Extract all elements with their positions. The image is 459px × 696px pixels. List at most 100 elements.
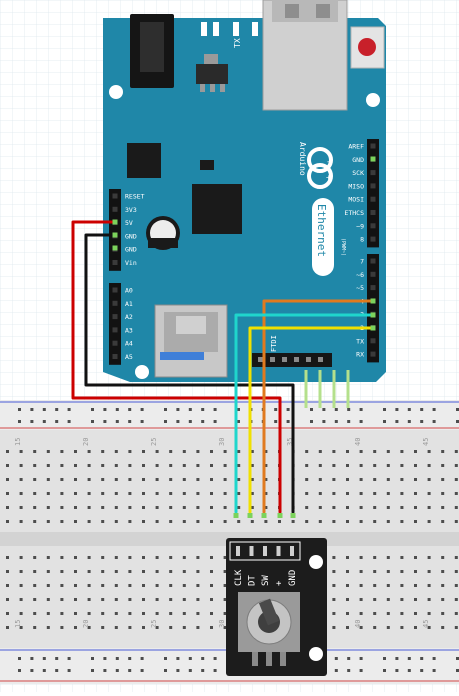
model-badge: Ethernet xyxy=(312,198,334,276)
breadboard-hole xyxy=(305,464,309,467)
breadboard-hole xyxy=(87,450,91,453)
breadboard-hole xyxy=(196,478,200,481)
breadboard-hole xyxy=(373,570,377,573)
header-pin-label: 7 xyxy=(360,258,364,266)
breadboard-hole xyxy=(128,669,132,672)
breadboard-hole xyxy=(373,584,377,587)
breadboard-hole xyxy=(155,464,159,467)
header-pin xyxy=(112,260,118,265)
breadboard-hole xyxy=(33,478,37,481)
breadboard-hole xyxy=(19,478,23,481)
breadboard-hole xyxy=(427,478,431,481)
breadboard-hole xyxy=(414,492,417,495)
breadboard-hole xyxy=(101,584,105,587)
breadboard-hole xyxy=(373,520,377,523)
ftdi-pin xyxy=(318,357,323,362)
breadboard-hole xyxy=(322,420,326,423)
column-number: 25 xyxy=(150,620,158,628)
breadboard-hole xyxy=(347,420,351,423)
breadboard-hole xyxy=(201,669,205,672)
breadboard-hole xyxy=(223,492,227,495)
breadboard-hole xyxy=(264,450,268,453)
breadboard-hole xyxy=(128,612,132,615)
breadboard-hole xyxy=(30,408,34,411)
breadboard-hole xyxy=(395,408,399,411)
breadboard-hole xyxy=(414,506,417,509)
breadboard-hole xyxy=(33,584,37,587)
breadboard-hole xyxy=(310,408,313,411)
pin-marker xyxy=(370,312,376,318)
header-pin xyxy=(112,327,118,333)
breadboard-hole xyxy=(164,657,167,660)
breadboard-hole xyxy=(164,669,167,672)
breadboard-hole xyxy=(420,420,424,423)
breadboard-hole xyxy=(359,626,363,629)
header-pin xyxy=(370,210,376,215)
breadboard-hole xyxy=(155,556,159,559)
breadboard-hole xyxy=(182,612,186,615)
breadboard-hole xyxy=(274,420,278,423)
breadboard-hole xyxy=(213,669,217,672)
breadboard-hole xyxy=(441,464,445,467)
breadboard-hole xyxy=(142,598,145,601)
breadboard-hole xyxy=(142,556,145,559)
breadboard-hole xyxy=(19,570,23,573)
encoder-pin xyxy=(276,546,281,556)
header-pin-label: A2 xyxy=(125,313,133,321)
breadboard-hole xyxy=(332,492,336,495)
breadboard-hole xyxy=(432,657,436,660)
breadboard-hole xyxy=(454,464,458,467)
breadboard-hole xyxy=(414,478,417,481)
breadboard-hole xyxy=(196,492,200,495)
breadboard-hole xyxy=(237,464,241,467)
header-pin-label: 3V3 xyxy=(125,206,137,214)
breadboard-hole xyxy=(6,584,9,587)
breadboard-hole xyxy=(91,669,94,672)
breadboard-hole xyxy=(210,478,213,481)
column-number: 45 xyxy=(422,438,430,446)
breadboard-hole xyxy=(128,520,132,523)
breadboard-hole xyxy=(33,570,37,573)
breadboard-hole xyxy=(46,598,50,601)
breadboard-hole xyxy=(87,464,91,467)
svg-text:-: - xyxy=(326,157,331,166)
breadboard-hole xyxy=(60,612,64,615)
breadboard-hole xyxy=(386,598,390,601)
top-rail-holes xyxy=(18,408,459,423)
breadboard-hole xyxy=(101,478,105,481)
column-number: 30 xyxy=(218,620,226,628)
breadboard-hole xyxy=(128,626,132,629)
breadboard-hole xyxy=(346,612,349,615)
column-number: 45 xyxy=(422,620,430,628)
breadboard-hole xyxy=(383,408,386,411)
breadboard-hole xyxy=(142,612,145,615)
breadboard-hole xyxy=(128,584,132,587)
breadboard-hole xyxy=(427,520,431,523)
ftdi-header xyxy=(252,353,332,367)
breadboard-hole xyxy=(196,570,200,573)
breadboard-hole xyxy=(169,506,173,509)
breadboard-hole xyxy=(334,420,338,423)
rx-label: RX xyxy=(251,26,260,36)
breadboard-hole xyxy=(142,478,145,481)
breadboard-hole xyxy=(383,420,386,423)
column-number: 20 xyxy=(82,438,90,446)
breadboard-hole xyxy=(46,584,50,587)
breadboard-hole xyxy=(223,626,227,629)
breadboard-hole xyxy=(101,492,105,495)
pin-marker xyxy=(112,245,118,251)
breadboard-hole xyxy=(223,506,227,509)
breadboard-hole xyxy=(140,657,144,660)
breadboard-hole xyxy=(386,556,390,559)
breadboard-hole xyxy=(114,570,118,573)
breadboard-hole xyxy=(182,506,186,509)
breadboard-hole xyxy=(414,556,417,559)
breadboard-hole xyxy=(347,408,351,411)
breadboard-hole xyxy=(87,478,91,481)
brand-label: Arduino xyxy=(298,142,307,176)
breadboard-hole xyxy=(427,626,431,629)
breadboard-hole xyxy=(400,584,404,587)
